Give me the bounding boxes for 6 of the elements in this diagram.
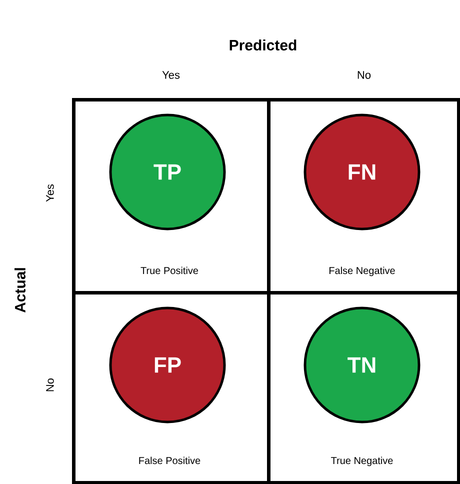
column-label: No xyxy=(358,71,371,79)
row-label: Yes xyxy=(46,184,54,202)
axis-title: Predicted xyxy=(230,40,296,50)
axis-title: Actual xyxy=(14,268,26,313)
column-label: Yes xyxy=(162,71,180,79)
row-label: No xyxy=(46,378,54,392)
